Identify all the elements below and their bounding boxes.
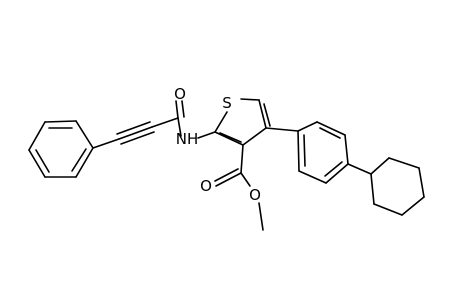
cyclohexyl-ring [347,157,425,216]
sulfur-atom-label: S [222,94,232,112]
amide-group [175,100,216,139]
phenylene-ring [265,121,349,184]
thiophene-ring [214,98,271,146]
atom-labels: S O NH O O [174,85,261,204]
amide-oxygen-label: O [174,85,186,103]
ester-carbonyl-oxygen-label: O [200,177,212,195]
ester-ether-oxygen-label: O [249,186,261,204]
amide-nitrogen-label: NH [176,130,199,148]
alkyne-chain [92,117,179,149]
phenyl-ring [28,120,94,178]
methyl-ester [214,144,264,231]
